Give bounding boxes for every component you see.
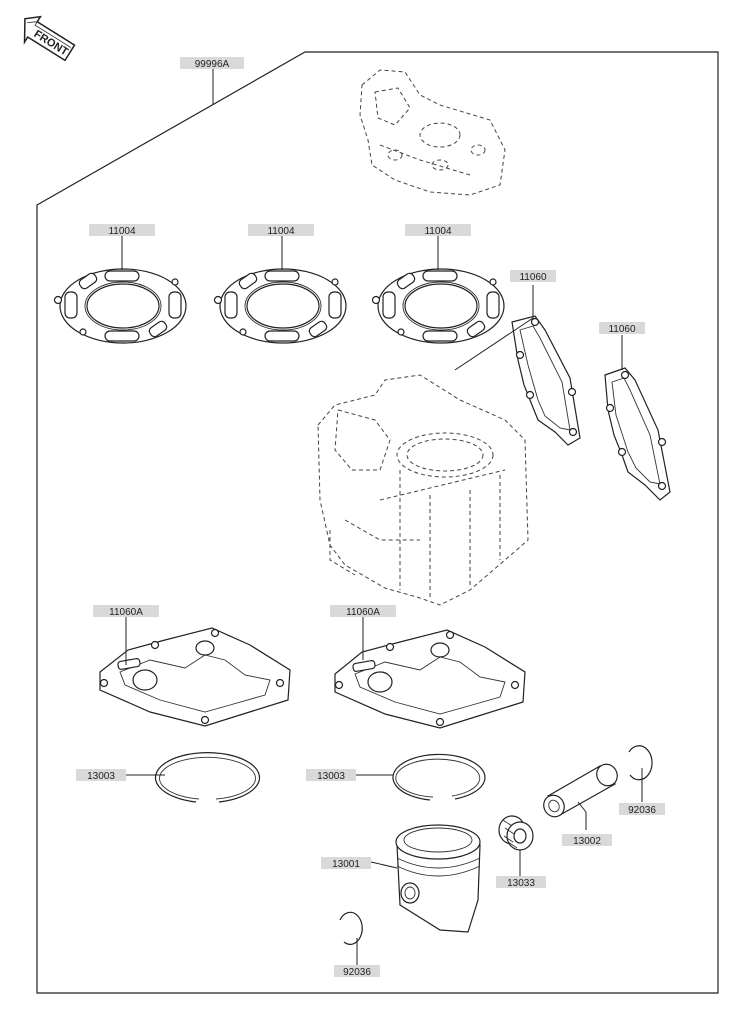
piston-ring-1[interactable] — [154, 752, 261, 803]
kit-frame — [36, 51, 719, 994]
part-number: 11060A — [346, 607, 380, 618]
part-label-base-gasket-1[interactable]: 11060A — [93, 605, 159, 618]
part-label-base-gasket-2[interactable]: 11060A — [330, 605, 396, 618]
part-number: 11004 — [108, 226, 136, 237]
base-gasket-1[interactable] — [99, 627, 291, 727]
front-arrow-icon: FRONT — [23, 15, 76, 62]
part-label-piston-pin[interactable]: 13002 — [562, 834, 612, 847]
leader-lines — [121, 69, 643, 965]
cylinder-outline — [317, 374, 529, 606]
part-label-head-gasket-3[interactable]: 11004 — [405, 224, 471, 237]
part-number: 11060A — [109, 607, 143, 618]
part-label-piston[interactable]: 13001 — [321, 857, 371, 870]
part-label-piston-ring-2[interactable]: 13003 — [306, 769, 356, 782]
part-number: 92036 — [628, 805, 656, 816]
piston-ring-2[interactable] — [392, 753, 486, 801]
snap-ring-2[interactable] — [339, 911, 363, 945]
part-label-snap-ring-2[interactable]: 92036 — [334, 965, 380, 978]
base-gasket-2[interactable] — [334, 629, 526, 729]
part-number: 13003 — [317, 771, 345, 782]
part-label-piston-ring-1[interactable]: 13003 — [76, 769, 126, 782]
part-label-head-gasket-1[interactable]: 11004 — [89, 224, 155, 237]
part-number: 13002 — [573, 836, 601, 847]
part-label-exhaust-gasket-2[interactable]: 11060 — [599, 322, 645, 335]
part-label-kit[interactable]: 99996A — [180, 57, 244, 70]
head-gasket-2[interactable] — [213, 268, 347, 344]
exhaust-gasket-2[interactable] — [604, 367, 671, 501]
part-label-needle-bearing[interactable]: 13033 — [496, 876, 546, 889]
snap-ring-1[interactable] — [628, 745, 653, 781]
part-number: 13033 — [507, 878, 535, 889]
part-number: 92036 — [343, 967, 371, 978]
needle-bearing[interactable] — [498, 815, 534, 851]
part-label-head-gasket-2[interactable]: 11004 — [248, 224, 314, 237]
part-number: 11060 — [608, 324, 636, 335]
head-gasket-3[interactable] — [371, 268, 505, 344]
part-number: 13001 — [332, 859, 360, 870]
part-number: 11060 — [519, 272, 547, 283]
exhaust-gasket-1[interactable] — [511, 315, 581, 446]
part-label-snap-ring-1[interactable]: 92036 — [619, 803, 665, 816]
part-label-exhaust-gasket-1[interactable]: 11060 — [510, 270, 556, 283]
part-number: 99996A — [195, 59, 230, 70]
part-number: 11004 — [267, 226, 295, 237]
part-number: 11004 — [424, 226, 452, 237]
head-gasket-1[interactable] — [53, 268, 187, 344]
piston[interactable] — [395, 824, 481, 933]
cylinder-head-outline — [359, 69, 506, 196]
piston-pin[interactable] — [540, 760, 621, 820]
part-number: 13003 — [87, 771, 115, 782]
